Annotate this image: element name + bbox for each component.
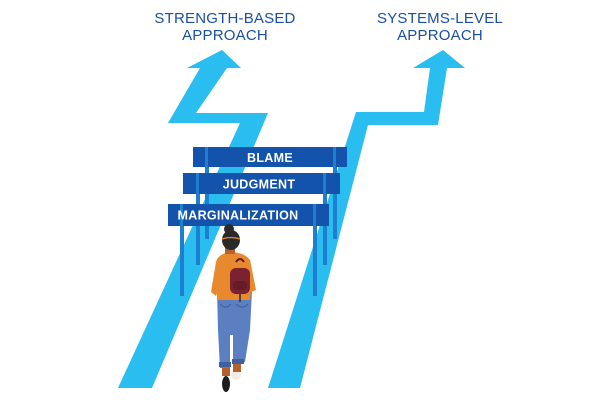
hair [222,230,240,250]
label-line: STRENGTH-BASED [154,10,296,27]
marginalization-post-left [180,204,184,296]
systems-level-arrow [268,50,465,388]
blame-sign-text: BLAME [247,151,293,165]
jeans [217,290,252,368]
shoe-left [222,376,230,392]
hair-bun [224,224,234,234]
judgment-sign: JUDGMENT [183,173,340,194]
label-line: SYSTEMS-LEVEL [377,10,503,27]
backpack-strap [235,258,245,263]
arm-left [211,262,220,296]
marginalization-sign-text: MARGINALIZATION [178,209,299,223]
marginalization-post-right [313,204,317,296]
label-line: APPROACH [182,27,268,44]
systems-level-approach-label: SYSTEMS-LEVEL APPROACH [365,10,515,44]
marginalization-sign: MARGINALIZATION [168,204,329,226]
blame-sign: BLAME [193,147,347,167]
strength-based-approach-label: STRENGTH-BASED APPROACH [140,10,310,44]
arm-right [247,260,256,292]
shoe-right [231,370,241,380]
walking-person [211,224,256,392]
judgment-sign-text: JUDGMENT [223,178,296,192]
strength-based-arrow [118,50,268,388]
label-line: APPROACH [397,27,483,44]
